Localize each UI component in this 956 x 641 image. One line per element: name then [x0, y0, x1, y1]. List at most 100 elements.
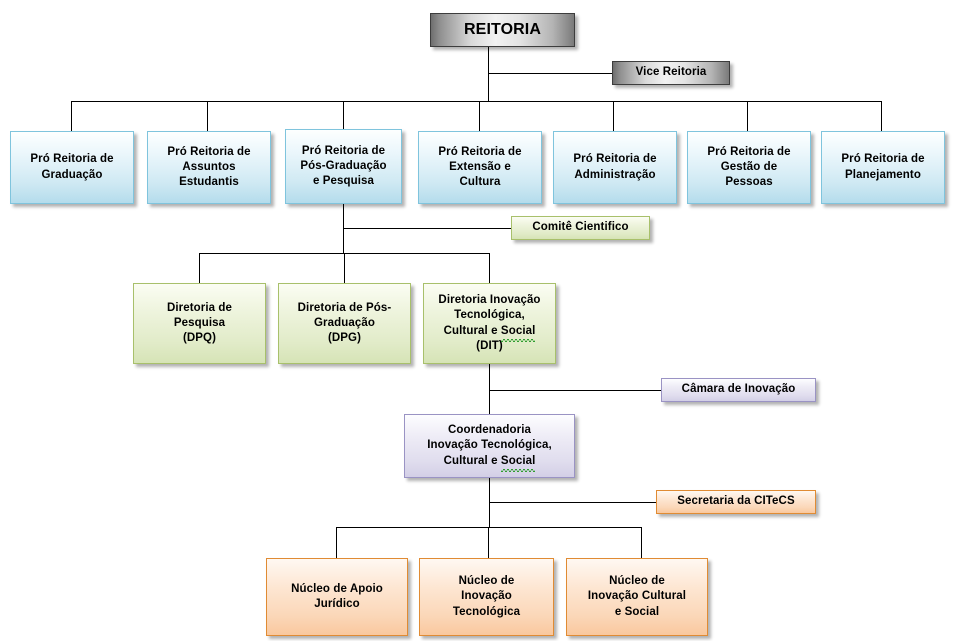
node-nucleo-inovacao-cultural-social-label: Núcleo de Inovação Cultural e Social	[571, 574, 703, 620]
line-1: Núcleo de Apoio	[291, 582, 383, 595]
node-pro-reitoria-extensao-cultura[interactable]: Pró Reitoria de Extensão e Cultura	[418, 131, 542, 204]
node-diretoria-inovacao-dit-label: Diretoria Inovação Tecnológica, Cultural…	[428, 293, 551, 354]
connector-reitoria-stem	[488, 47, 489, 101]
node-nucleo-apoio-juridico[interactable]: Núcleo de Apoio Jurídico	[266, 558, 408, 636]
line-1: Núcleo de	[609, 575, 665, 588]
connector-pos-to-comite	[343, 228, 511, 229]
connector-drop-planejamento	[881, 101, 882, 131]
node-pro-reitoria-extensao-cultura-label: Pró Reitoria de Extensão e Cultura	[423, 145, 537, 191]
line-2: Inovação Tecnológica,	[427, 439, 552, 452]
node-nucleo-inovacao-tecnologica[interactable]: Núcleo de Inovação Tecnológica	[419, 558, 554, 636]
line-1: Diretoria de	[166, 301, 233, 314]
line-1: Pró Reitoria de	[167, 145, 251, 158]
line-2: Inovação Cultural	[587, 590, 687, 603]
connector-drop-dpq	[199, 253, 200, 283]
line-2: Inovação	[461, 590, 512, 603]
line-3: e Social	[614, 605, 660, 618]
line-2: Pós-Graduação	[300, 159, 387, 172]
node-coordenadoria-citecs-label: Coordenadoria Inovação Tecnológica, Cult…	[409, 423, 570, 472]
node-pro-reitoria-planejamento[interactable]: Pró Reitoria de Planejamento	[821, 131, 945, 204]
connector-pos-graduacao-stem	[343, 204, 344, 254]
connector-dit-to-camara	[489, 390, 661, 391]
line-1: Pró Reitoria de	[30, 153, 114, 166]
node-diretoria-pos-graduacao[interactable]: Diretoria de Pós- Graduação (DPG)	[278, 283, 411, 364]
spellcheck-underline-social-dit: Social	[500, 324, 536, 342]
line-2: Tecnológica,	[454, 309, 525, 322]
connector-drop-assuntos	[207, 101, 208, 131]
line-3: Cultural e Social	[444, 324, 536, 342]
line-2: Graduação	[41, 168, 103, 181]
node-diretoria-pos-graduacao-label: Diretoria de Pós- Graduação (DPG)	[283, 301, 406, 347]
connector-drop-nucleo-juridico	[336, 527, 337, 558]
node-pro-reitoria-assuntos-estudantis-label: Pró Reitoria de Assuntos Estudantis	[152, 145, 266, 191]
node-reitoria-label: REITORIA	[464, 21, 541, 39]
connector-drop-graduacao	[71, 101, 72, 131]
line-2: Assuntos	[182, 160, 236, 173]
connector-drop-administracao	[613, 101, 614, 131]
node-pro-reitoria-planejamento-label: Pró Reitoria de Planejamento	[826, 152, 940, 182]
connector-drop-pos-graduacao	[343, 101, 344, 131]
connector-coordenadoria-stem	[489, 478, 490, 528]
connector-coordenadoria-to-secretaria	[489, 502, 656, 503]
node-pro-reitoria-administracao[interactable]: Pró Reitoria de Administração	[553, 131, 677, 204]
node-pro-reitoria-assuntos-estudantis[interactable]: Pró Reitoria de Assuntos Estudantis	[147, 131, 271, 204]
connector-drop-dit	[489, 253, 490, 283]
node-secretaria-citecs[interactable]: Secretaria da CITeCS	[656, 490, 816, 514]
node-pro-reitoria-gestao-pessoas[interactable]: Pró Reitoria de Gestão de Pessoas	[687, 131, 811, 204]
node-comite-cientifico[interactable]: Comitê Cientifico	[511, 216, 650, 240]
line-2: Administração	[574, 168, 656, 181]
node-pro-reitoria-graduacao-label: Pró Reitoria de Graduação	[15, 152, 129, 182]
node-reitoria[interactable]: REITORIA	[430, 13, 575, 47]
node-diretoria-pesquisa-label: Diretoria de Pesquisa (DPQ)	[138, 301, 261, 347]
connector-drop-dpg	[344, 253, 345, 283]
node-pro-reitoria-administracao-label: Pró Reitoria de Administração	[558, 152, 672, 182]
line-3: Tecnológica	[452, 605, 521, 618]
connector-drop-extensao	[479, 101, 480, 131]
line-2: Graduação	[314, 316, 375, 329]
line-1: Pró Reitoria de	[438, 145, 522, 158]
line-2: Gestão de	[720, 160, 778, 173]
line-2: Jurídico	[314, 598, 360, 610]
line-1: Coordenadoria	[447, 424, 532, 437]
node-camara-inovacao-label: Câmara de Inovação	[681, 383, 796, 396]
node-secretaria-citecs-label: Secretaria da CITeCS	[677, 495, 795, 508]
connector-level1-bus	[71, 101, 881, 102]
connector-drop-gestao	[747, 101, 748, 131]
node-diretoria-pesquisa[interactable]: Diretoria de Pesquisa (DPQ)	[133, 283, 266, 364]
line-1: Núcleo de	[458, 575, 515, 588]
node-vice-reitoria-label: Vice Reitoria	[635, 66, 707, 79]
node-pro-reitoria-pos-graduacao-pesquisa-label: Pró Reitoria de Pós-Graduação e Pesquisa	[290, 144, 397, 190]
node-coordenadoria-citecs[interactable]: Coordenadoria Inovação Tecnológica, Cult…	[404, 414, 575, 478]
connector-dit-stem	[489, 364, 490, 414]
node-comite-cientifico-label: Comitê Cientifico	[532, 221, 629, 234]
node-pro-reitoria-graduacao[interactable]: Pró Reitoria de Graduação	[10, 131, 134, 204]
line-1: Pró Reitoria de	[301, 144, 386, 157]
line-3: Estudantis	[179, 176, 239, 189]
node-camara-inovacao[interactable]: Câmara de Inovação	[661, 378, 816, 402]
line-3: Cultura	[459, 176, 501, 189]
line-3: Pessoas	[725, 176, 773, 189]
connector-reitoria-to-vice	[488, 73, 612, 74]
line-3: (DPG)	[327, 332, 362, 345]
node-nucleo-inovacao-tecnologica-label: Núcleo de Inovação Tecnológica	[424, 574, 549, 620]
line-3: (DPQ)	[182, 332, 217, 345]
line-1: Pró Reitoria de	[841, 153, 925, 166]
node-pro-reitoria-gestao-pessoas-label: Pró Reitoria de Gestão de Pessoas	[692, 145, 806, 191]
line-1: Pró Reitoria de	[573, 153, 657, 166]
line-3: Cultural e Social	[444, 454, 536, 472]
spellcheck-underline-social-coord: Social	[500, 454, 536, 472]
connector-drop-nucleo-tecnologica	[488, 527, 489, 558]
line-1: Pró Reitoria de	[707, 145, 791, 158]
node-nucleo-inovacao-cultural-social[interactable]: Núcleo de Inovação Cultural e Social	[566, 558, 708, 636]
line-2: Planejamento	[845, 168, 921, 181]
node-vice-reitoria[interactable]: Vice Reitoria	[612, 61, 730, 85]
node-nucleo-apoio-juridico-label: Núcleo de Apoio Jurídico	[271, 582, 403, 612]
line-1: Diretoria Inovação	[438, 294, 541, 307]
line-2: Pesquisa	[173, 316, 226, 329]
node-diretoria-inovacao-dit[interactable]: Diretoria Inovação Tecnológica, Cultural…	[423, 283, 556, 364]
line-4: (DIT)	[476, 339, 503, 352]
node-pro-reitoria-pos-graduacao-pesquisa[interactable]: Pró Reitoria de Pós-Graduação e Pesquisa	[285, 129, 402, 204]
line-1: Diretoria de Pós-	[297, 301, 392, 314]
line-2: Extensão e	[449, 160, 511, 173]
